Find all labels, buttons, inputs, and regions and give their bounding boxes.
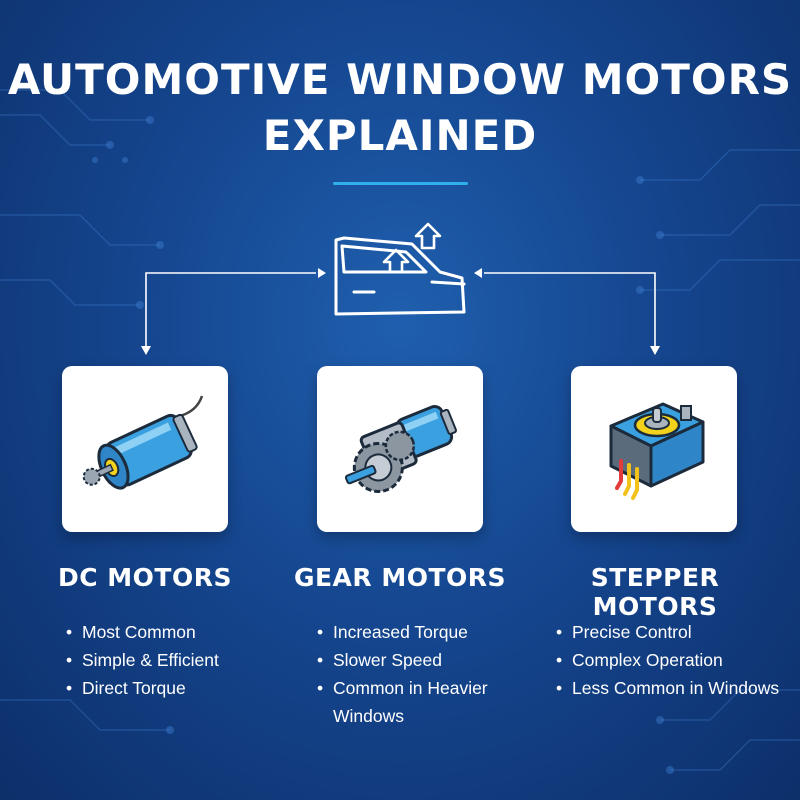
dc-motors-bullets: Most Common Simple & Efficient Direct To… — [66, 618, 219, 702]
stepper-motors-bullets: Precise Control Complex Operation Less C… — [556, 618, 779, 702]
dc-motors-heading: DC MOTORS — [58, 563, 232, 592]
dc-motor-card — [62, 366, 228, 532]
list-item: Complex Operation — [556, 646, 779, 674]
list-item: Most Common — [66, 618, 219, 646]
list-item: Slower Speed — [317, 646, 507, 674]
stepper-motor-card — [571, 366, 737, 532]
gear-motor-icon — [344, 405, 457, 493]
list-item: Common in Heavier Windows — [317, 674, 493, 730]
list-item: Direct Torque — [66, 674, 219, 702]
car-door-window-up-icon — [334, 222, 466, 316]
title-underline — [333, 182, 468, 185]
list-item: Less Common in Windows — [556, 674, 779, 702]
list-item: Precise Control — [556, 618, 779, 646]
list-item: Simple & Efficient — [66, 646, 219, 674]
gear-motors-heading: GEAR MOTORS — [293, 563, 507, 592]
page-title: AUTOMOTIVE WINDOW MOTORS EXPLAINED — [7, 55, 793, 160]
list-item: Increased Torque — [317, 618, 507, 646]
stepper-motor-icon — [609, 402, 705, 500]
gear-motors-bullets: Increased Torque Slower Speed Common in … — [317, 618, 507, 730]
stepper-motors-heading: STEPPER MOTORS — [590, 563, 720, 621]
dc-motor-icon — [82, 395, 204, 490]
gear-motor-card — [317, 366, 483, 532]
